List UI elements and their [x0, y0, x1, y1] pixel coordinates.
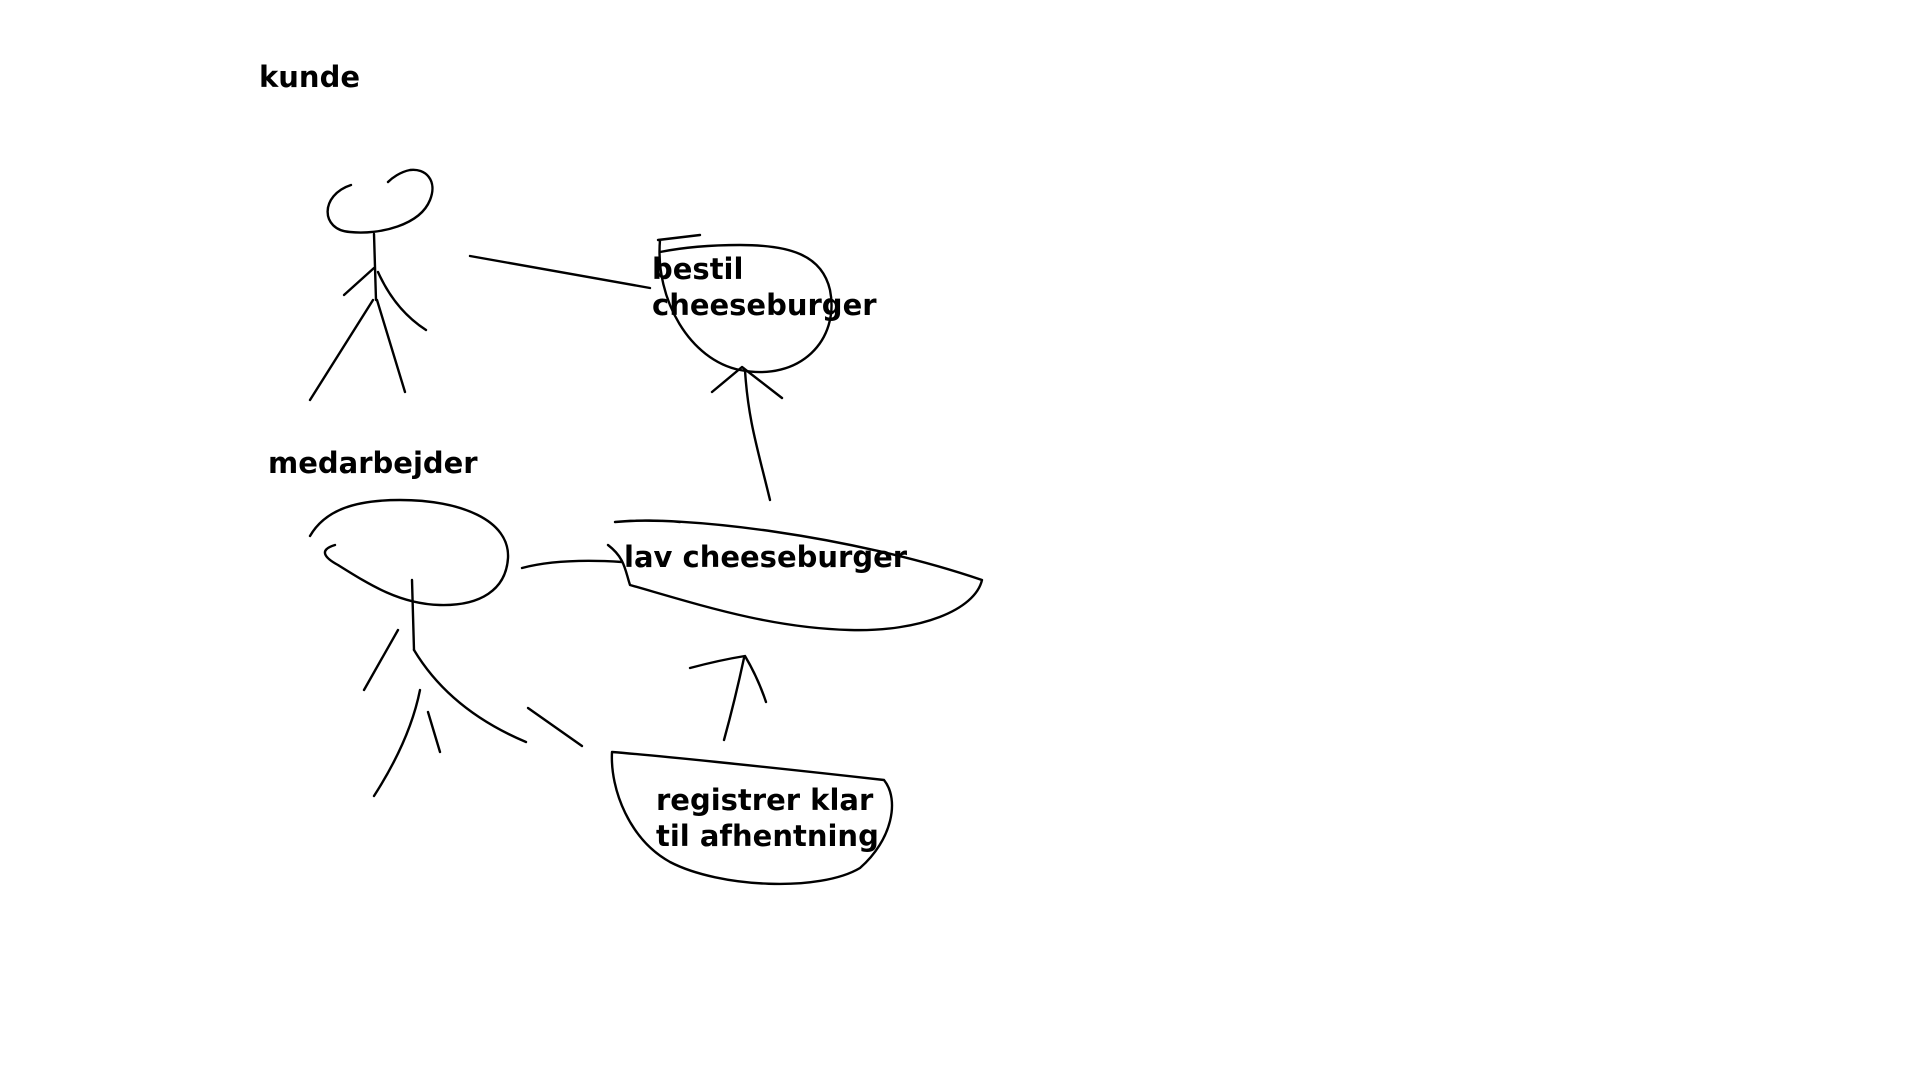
kunde-actor-figure	[308, 168, 434, 402]
bestil-usecase-ellipse	[656, 233, 833, 374]
arrow-registrer-to-lav-head	[688, 654, 768, 704]
arrow-lav-to-bestil-shaft	[743, 368, 772, 502]
kunde-left-leg	[308, 298, 375, 402]
arrow-registrer-to-lav-shaft	[722, 656, 746, 742]
registrer-usecase-shape	[610, 750, 894, 886]
medarbejder-actor-figure	[308, 498, 528, 798]
kunde-head	[326, 168, 434, 234]
medarbejder-body	[410, 578, 416, 652]
kunde-right-arm	[376, 270, 428, 332]
bestil-usecase-label: bestil cheeseburger	[652, 252, 877, 322]
kunde-actor-label: kunde	[259, 60, 361, 94]
lav-usecase-ellipse	[606, 519, 984, 632]
medarbejder-right-arm	[412, 648, 528, 744]
lav-usecase-label: lav cheeseburger	[624, 540, 908, 574]
association-kunde-bestil	[468, 254, 652, 290]
association-medarbejder-registrer	[526, 706, 584, 748]
medarbejder-left-leg	[372, 688, 422, 798]
arrow-lav-to-bestil-head	[710, 365, 784, 400]
kunde-body	[372, 232, 378, 302]
association-medarbejder-lav	[520, 559, 624, 570]
medarbejder-left-arm	[362, 628, 400, 692]
medarbejder-right-leg	[426, 710, 442, 754]
medarbejder-head	[308, 498, 510, 607]
medarbejder-actor-label: medarbejder	[268, 446, 478, 480]
kunde-right-leg	[375, 298, 407, 394]
registrer-usecase-label: registrer klar til afhentning	[656, 783, 879, 853]
kunde-left-arm	[342, 266, 376, 297]
